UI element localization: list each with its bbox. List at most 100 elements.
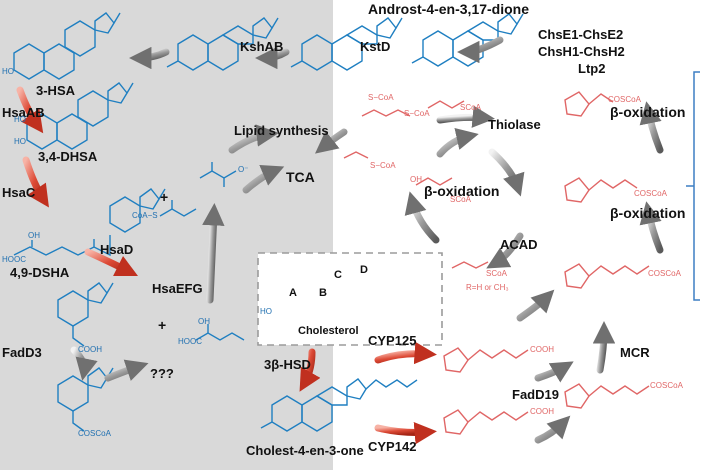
right-chain-1-coa-label: COSCoA: [608, 95, 641, 104]
ring-c-label: C: [334, 269, 342, 281]
arrow-to-lipid: [228, 124, 279, 154]
cyp125-product-structure: [443, 347, 529, 373]
dhsa-ho-label-1: HO: [14, 115, 26, 124]
three-hsa-ho-label: HO: [2, 67, 14, 76]
arrow-kstd: [255, 46, 290, 70]
cholestenone-structure: [260, 378, 418, 432]
acyl-coa-bottom-structure: [564, 383, 650, 409]
cholesterol-ho-label: HO: [260, 307, 272, 316]
arrow-chse: [457, 36, 504, 64]
arrow-to-tca: [242, 165, 285, 194]
right-chain-3: [564, 263, 650, 289]
propionyl-coa-s-label: CoA−S: [132, 211, 158, 220]
beta-oxidation-right-1: β-oxidation: [610, 104, 686, 120]
cyp125-cooh-label: COOH: [530, 345, 554, 354]
cyp142-cooh-label: COOH: [530, 407, 554, 416]
plus-sign-lower: +: [158, 317, 167, 333]
arrow-cycle-right: [488, 148, 525, 197]
mcr-label: MCR: [620, 345, 650, 360]
pyruvate-o-label: O⁻: [238, 165, 249, 174]
red-structures: [343, 91, 650, 435]
pyruvate-structure: [199, 162, 237, 187]
acyl-coa-cycle-structures: [343, 100, 489, 269]
hip-coa-label: COSCoA: [78, 429, 111, 438]
arrow-mcr: [592, 321, 616, 374]
three-hsa-label: 3-HSA: [36, 83, 76, 98]
beta-oxidation-right-2: β-oxidation: [610, 205, 686, 221]
ketoacyl-scoa-label: SCoA: [460, 103, 481, 112]
dhsa-label: 3,4-DHSA: [38, 149, 98, 164]
arrow-beta-ox-right-2: [639, 201, 664, 254]
enoyl-scoa-label: SCoA: [486, 269, 507, 278]
right-chain-1: [564, 91, 614, 117]
propionyl-coa-structure: [159, 200, 197, 217]
hsaefg-label: HsaEFG: [152, 281, 203, 296]
arrow-cycle-bottom: [486, 232, 524, 269]
hsad-label: HsaD: [100, 242, 134, 257]
arrow-kshab: [129, 46, 170, 70]
lipid-synthesis-label: Lipid synthesis: [234, 123, 329, 138]
chse-label-line1: ChsE1-ChsE2: [538, 27, 624, 42]
androstenedione-structure: [411, 13, 524, 67]
ring-b-label: B: [319, 287, 327, 299]
arrow-fadd19-to-mcr: [534, 361, 574, 383]
cholesterol-inset-box: [257, 252, 443, 346]
propionyl-coa-red-label: S−CoA: [368, 93, 394, 102]
cholesterol-label: Cholesterol: [298, 325, 359, 337]
arrow-to-beta-ox-upper: [516, 289, 555, 322]
androstenedione-label: Androst-4-en-3,17-dione: [368, 1, 530, 17]
left-panel-background: [0, 0, 333, 470]
cyp125-label: CYP125: [368, 333, 417, 348]
arrow-cycle-top: [436, 127, 479, 158]
dsha-oh-label: OH: [28, 231, 40, 240]
cyp142-label: CYP142: [368, 439, 417, 454]
kstd-label: KstD: [360, 39, 391, 54]
chse-label-line2: ChsH1-ChsH2: [538, 44, 625, 59]
hydroxy-intermediate-structure: [166, 17, 279, 71]
arrow-hsaefg: [202, 203, 225, 304]
right-chain-2-coa-label: COSCoA: [634, 189, 667, 198]
kshab-label: KshAB: [240, 39, 284, 54]
dhsa-ho-label-2: HO: [14, 137, 26, 146]
three-hsa-structure: [13, 12, 121, 80]
arrow-cyp142: [374, 421, 437, 445]
hydroxy-pentadienoate-structure: [195, 324, 245, 341]
hip-structure: [57, 282, 114, 347]
unknown-label: ???: [150, 366, 174, 381]
acad-label: ACAD: [500, 237, 538, 252]
arrow-cycle-left: [404, 191, 440, 244]
ring-a-label: A: [289, 287, 297, 299]
hsd-label: 3β-HSD: [264, 357, 311, 372]
hsac-label: HsaC: [2, 185, 36, 200]
cyp142-product-structure: [443, 409, 529, 435]
red-arrows: [16, 86, 437, 445]
arrow-hsad: [84, 248, 139, 277]
tca-label: TCA: [286, 169, 315, 185]
arrow-cyp125: [374, 341, 437, 365]
pentadienoate-oh-label: OH: [198, 317, 210, 326]
fadd19-label: FadD19: [512, 387, 559, 402]
r-group-label: R=H or CH₃: [466, 283, 509, 292]
thiolase-label: Thiolase: [488, 117, 541, 132]
right-chain-3-coa-label: COSCoA: [648, 269, 681, 278]
dienone-structure: [290, 17, 403, 71]
dsha-structure: [13, 188, 166, 257]
arrow-fadd19-lower: [534, 415, 571, 444]
hydroxyacyl-oh-label: OH: [410, 175, 422, 184]
arrow-hsaab: [16, 86, 44, 134]
dsha-label: 4,9-DSHA: [10, 265, 70, 280]
plus-sign-upper: +: [160, 189, 169, 205]
arrow-thiolase-in: [436, 105, 495, 128]
hsaab-label: HsaAB: [2, 105, 45, 120]
dsha-hooc-label: HOOC: [2, 255, 26, 264]
beta-oxidation-cycle-label: β-oxidation: [424, 183, 500, 199]
ltp2-label: Ltp2: [578, 61, 606, 76]
arrow-beta-ox-right-1: [639, 101, 664, 154]
mcr-coa-label: COSCoA: [650, 381, 683, 390]
arrow-3b-hsd: [299, 348, 321, 392]
cholestenone-label: Cholest-4-en-3-one: [246, 443, 364, 458]
hydroxyacyl-scoa-label: SCoA: [450, 195, 471, 204]
arrow-fadd3: [70, 346, 98, 381]
fadd3-label: FadD3: [2, 345, 42, 360]
pentadienoate-hooc-label: HOOC: [178, 337, 202, 346]
